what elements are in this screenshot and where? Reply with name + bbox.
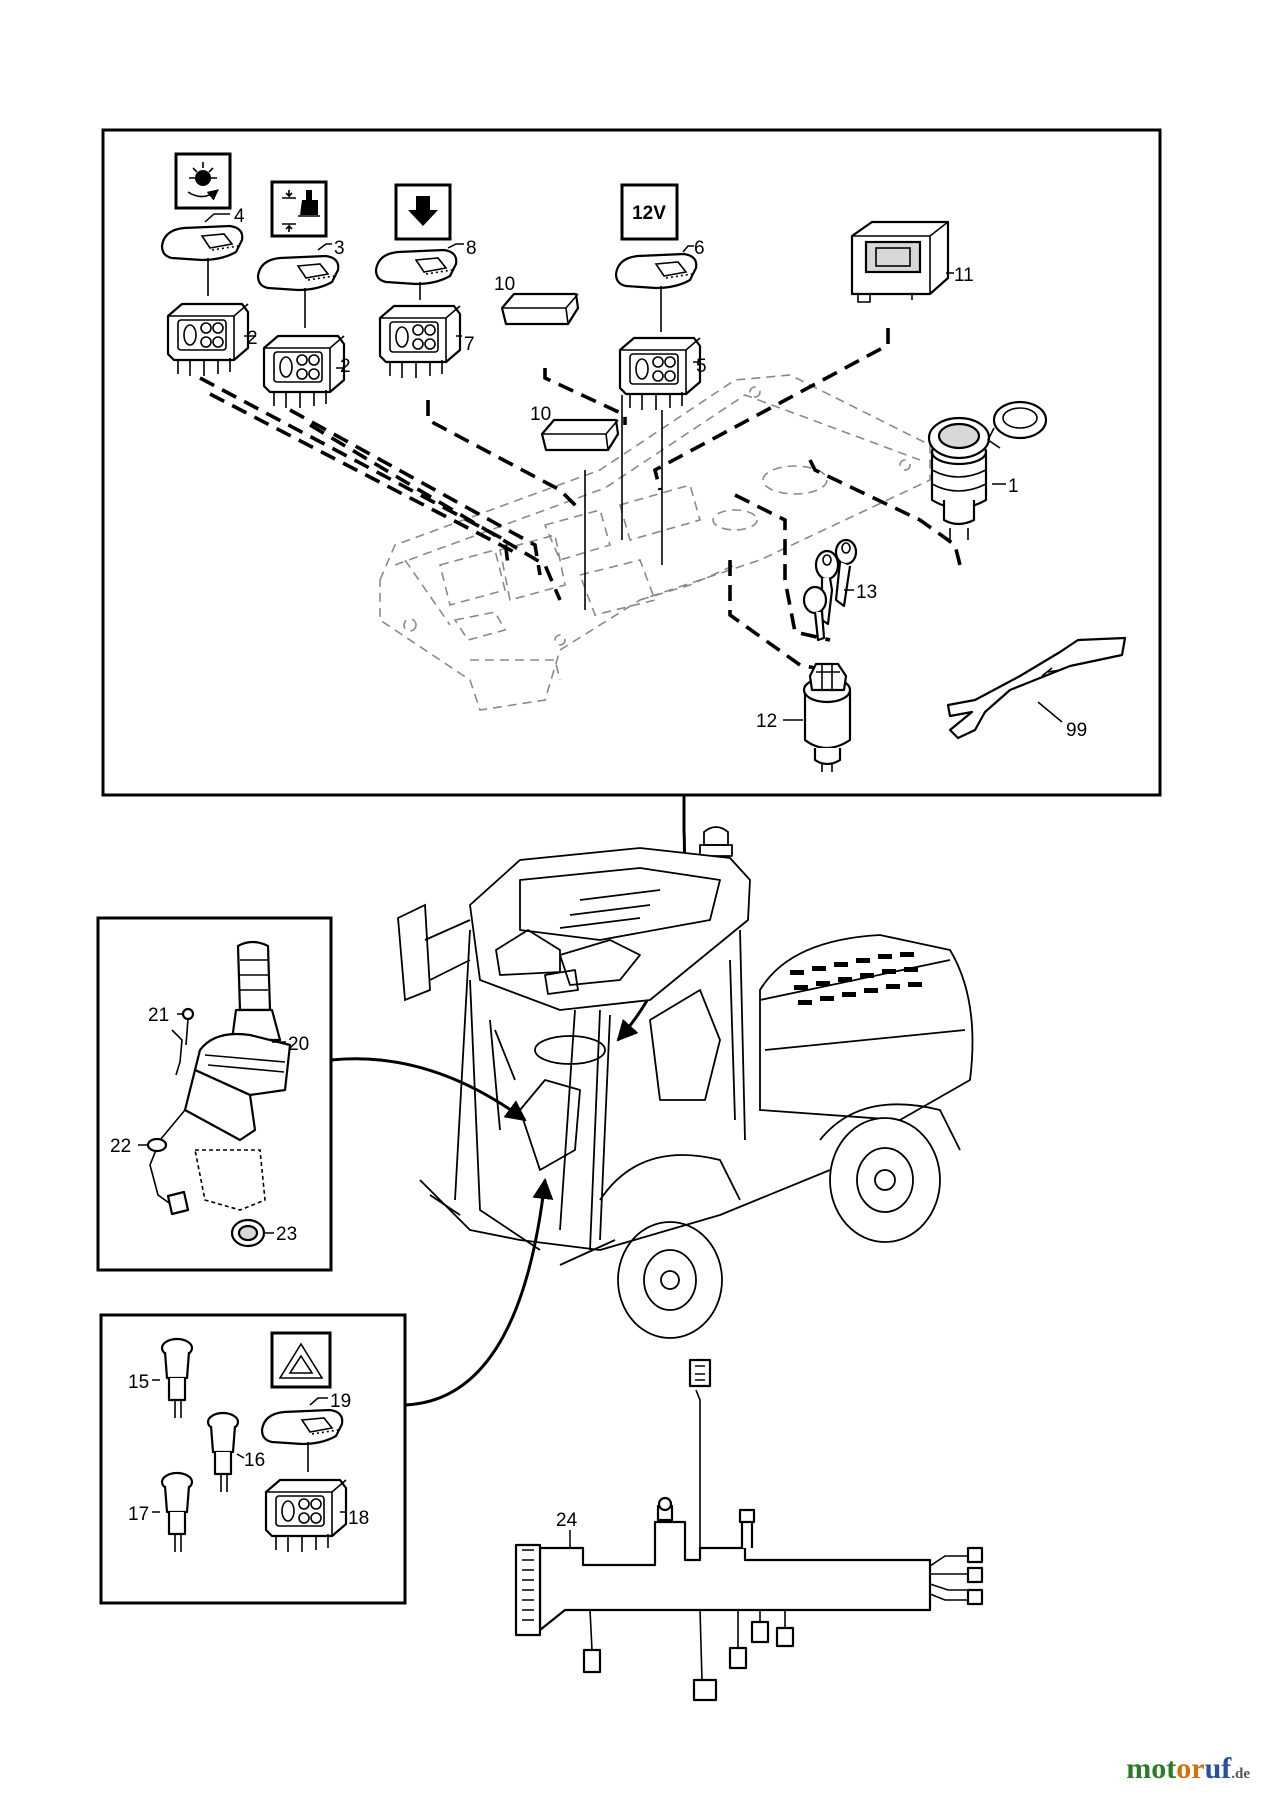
display-unit-11 bbox=[850, 220, 950, 303]
watermark-part-3: uf bbox=[1204, 1752, 1232, 1785]
callout-3: 3 bbox=[334, 238, 345, 259]
joystick-callouts: 21 20 22 23 bbox=[110, 1005, 309, 1245]
hazard-callouts: 15 16 17 19 18 bbox=[128, 1372, 369, 1529]
callout-11: 11 bbox=[954, 265, 974, 286]
rocker-cap-4 bbox=[160, 224, 244, 262]
hazard-to-cab-arrow bbox=[404, 1177, 554, 1407]
hazard-symbol-box bbox=[270, 1331, 332, 1389]
callout-13: 13 bbox=[856, 582, 877, 603]
watermark-part-1: mot bbox=[1126, 1752, 1177, 1785]
callout-2b: 2 bbox=[340, 356, 351, 377]
rocker-cap-19 bbox=[260, 1408, 344, 1446]
ignition-keys-13 bbox=[802, 538, 858, 642]
callout-18: 18 bbox=[348, 1508, 369, 1529]
wiring-harness-24 bbox=[514, 1358, 984, 1702]
callout-2a: 2 bbox=[247, 328, 258, 349]
rocker-cap-3 bbox=[256, 254, 340, 292]
rocker-cap-6 bbox=[614, 252, 698, 290]
twelve-volt-label: 12V bbox=[632, 203, 666, 224]
twelve-volt-symbol-box: 12V bbox=[620, 183, 679, 241]
watermark-part-2: or bbox=[1176, 1752, 1205, 1785]
joystick-to-cab-arrow bbox=[330, 1057, 527, 1122]
ignition-switch-12 bbox=[802, 662, 852, 772]
callout-4: 4 bbox=[234, 206, 245, 227]
callout-17: 17 bbox=[128, 1504, 149, 1525]
tractor-illustration bbox=[397, 826, 974, 1339]
callout-8: 8 bbox=[466, 238, 477, 259]
boom-float-symbol-box bbox=[270, 180, 328, 238]
callout-12: 12 bbox=[756, 711, 777, 732]
motoruf-watermark: motoruf.de bbox=[1126, 1752, 1250, 1786]
callout-21: 21 bbox=[148, 1005, 169, 1026]
joystick-assembly bbox=[146, 940, 292, 1248]
beacon-symbol-box bbox=[174, 152, 232, 210]
rocker-cap-8 bbox=[374, 248, 458, 286]
assembly-dashed-lines bbox=[199, 328, 962, 670]
callout-10a: 10 bbox=[494, 274, 515, 295]
hood-vents bbox=[790, 952, 922, 1005]
power-socket-1 bbox=[927, 400, 1048, 540]
callout-20: 20 bbox=[288, 1034, 309, 1055]
callout-23: 23 bbox=[276, 1224, 297, 1245]
arrow-down-symbol-box bbox=[394, 183, 452, 241]
hazard-switch-detail-frame bbox=[99, 1313, 407, 1605]
callout-15: 15 bbox=[128, 1372, 149, 1393]
callout-99: 99 bbox=[1066, 720, 1087, 741]
watermark-tld: .de bbox=[1231, 1766, 1250, 1782]
callout-7: 7 bbox=[464, 334, 475, 355]
callout-16: 16 bbox=[244, 1450, 265, 1471]
blanking-cover-10b bbox=[540, 418, 620, 452]
callout-10b: 10 bbox=[530, 404, 551, 425]
callout-19: 19 bbox=[330, 1391, 351, 1412]
top-callouts: 4 2 3 2 8 7 10 10 6 5 11 1 13 12 99 bbox=[204, 206, 1087, 741]
callout-24: 24 bbox=[556, 1510, 578, 1531]
blanking-cover-10a bbox=[500, 292, 580, 326]
callout-6: 6 bbox=[694, 238, 705, 259]
callout-1: 1 bbox=[1008, 476, 1019, 497]
callout-22: 22 bbox=[110, 1136, 131, 1157]
removal-tool-99 bbox=[946, 636, 1127, 740]
callout-5: 5 bbox=[696, 356, 707, 377]
